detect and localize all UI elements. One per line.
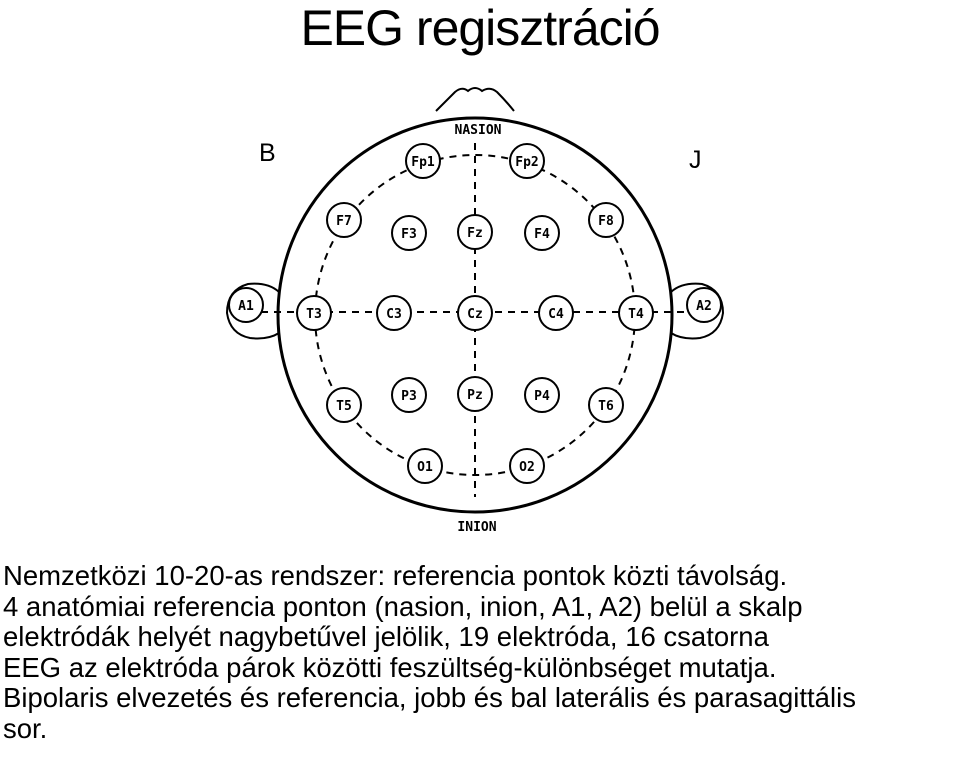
caption-line: Bipolaris elvezetés és referencia, jobb … xyxy=(3,683,958,714)
nose-outline xyxy=(436,88,514,111)
electrode-label: T6 xyxy=(598,399,614,414)
electrode-f3: F3 xyxy=(392,216,426,250)
caption-line: elektródák helyét nagybetűvel jelölik, 1… xyxy=(3,622,958,653)
electrode-label: F4 xyxy=(534,227,550,242)
electrode-f7: F7 xyxy=(327,203,361,237)
nasion-label: NASION xyxy=(455,123,502,138)
caption-line: sor. xyxy=(3,714,958,745)
electrode-label: Cz xyxy=(467,307,483,322)
electrode-label: T4 xyxy=(628,307,644,322)
inion-label: INION xyxy=(457,520,496,535)
electrode-o1: O1 xyxy=(408,449,442,483)
electrode-label: O1 xyxy=(417,460,433,475)
electrode-label: Fp1 xyxy=(411,155,435,170)
electrode-o2: O2 xyxy=(510,449,544,483)
electrode-a1: A1 xyxy=(229,288,263,322)
caption-line: Nemzetközi 10-20-as rendszer: referencia… xyxy=(3,561,958,592)
electrode-p4: P4 xyxy=(525,378,559,412)
electrode-label: C4 xyxy=(548,307,564,322)
electrode-a2: A2 xyxy=(687,288,721,322)
electrode-c4: C4 xyxy=(539,296,573,330)
electrode-f4: F4 xyxy=(525,216,559,250)
electrode-label: T5 xyxy=(336,399,352,414)
electrode-t4: T4 xyxy=(619,296,653,330)
electrode-t3: T3 xyxy=(297,296,331,330)
electrode-label: A1 xyxy=(238,299,254,314)
electrode-t6: T6 xyxy=(589,388,623,422)
electrode-t5: T5 xyxy=(327,388,361,422)
electrode-label: Fz xyxy=(467,226,483,241)
electrode-label: C3 xyxy=(386,307,402,322)
electrode-label: Pz xyxy=(467,388,483,403)
electrode-label: O2 xyxy=(519,460,535,475)
electrode-label: F8 xyxy=(598,214,614,229)
electrode-label: Fp2 xyxy=(515,155,538,170)
electrode-label: F3 xyxy=(401,227,417,242)
electrode-cz: Cz xyxy=(458,296,492,330)
electrode-fp1: Fp1 xyxy=(406,144,440,178)
electrode-label: F7 xyxy=(336,214,352,229)
electrode-p3: P3 xyxy=(392,378,426,412)
electrode-pz: Pz xyxy=(458,377,492,411)
electrode-fp2: Fp2 xyxy=(510,144,544,178)
electrode-fz: Fz xyxy=(458,215,492,249)
electrode-label: P4 xyxy=(534,389,550,404)
electrode-label: T3 xyxy=(306,307,322,322)
electrode-label: P3 xyxy=(401,389,417,404)
caption-text: Nemzetközi 10-20-as rendszer: referencia… xyxy=(3,561,958,745)
caption-line: EEG az elektróda párok közötti feszültsé… xyxy=(3,653,958,684)
eeg-10-20-diagram: NASION INION Fp1 Fp2 F7 F3 Fz F4 F8 xyxy=(0,0,960,560)
electrode-c3: C3 xyxy=(377,296,411,330)
electrode-f8: F8 xyxy=(589,203,623,237)
caption-line: 4 anatómiai referencia ponton (nasion, i… xyxy=(3,592,958,623)
electrode-label: A2 xyxy=(696,299,712,314)
